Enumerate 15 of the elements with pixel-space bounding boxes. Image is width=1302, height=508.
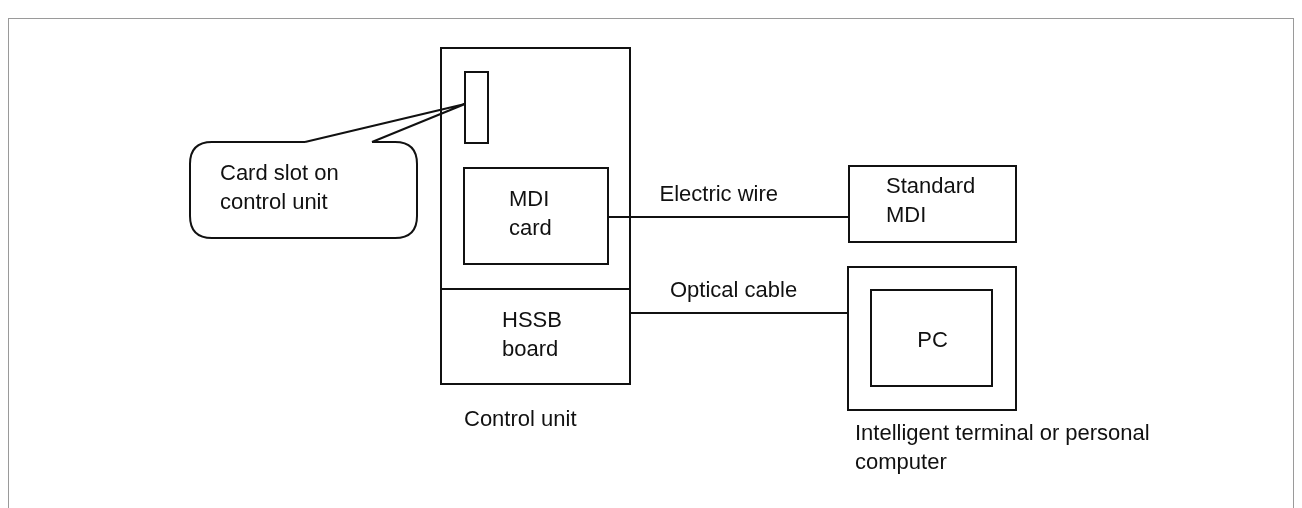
cable-line bbox=[630, 312, 848, 314]
node-label: Standard MDI bbox=[886, 172, 977, 229]
card-slot bbox=[464, 71, 489, 144]
callout-pointer bbox=[304, 103, 466, 143]
standard-mdi-box bbox=[848, 165, 1017, 243]
callout-bubble bbox=[190, 142, 417, 238]
node-label: PC bbox=[916, 326, 949, 354]
cable-line bbox=[608, 216, 849, 218]
node-label: Card slot on control unit bbox=[220, 159, 340, 216]
node-label: MDI card bbox=[509, 185, 553, 242]
mdi-card-box bbox=[463, 167, 609, 265]
node-label: Intelligent terminal or personal computer bbox=[855, 419, 1151, 476]
node-label: HSSB board bbox=[502, 306, 563, 363]
node-label: Control unit bbox=[464, 405, 578, 433]
pc-box bbox=[870, 289, 993, 387]
